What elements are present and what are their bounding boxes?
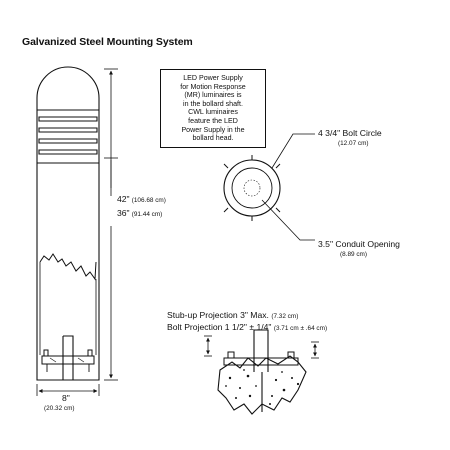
bollard-dome bbox=[36, 66, 100, 110]
note-line: in the bollard shaft. bbox=[183, 99, 243, 108]
width-dimension bbox=[36, 384, 100, 396]
stub-up-label: Stub-up Projection 3" Max. (7.32 cm) bbox=[167, 310, 299, 320]
note-line: for Motion Response bbox=[180, 82, 246, 91]
note-line: (MR) luminaires is bbox=[184, 91, 242, 100]
height-42-label: 42" (106.68 cm) bbox=[117, 194, 166, 204]
conduit-metric: (8.89 cm) bbox=[340, 251, 367, 258]
height-36-label: 36" (91.44 cm) bbox=[117, 208, 163, 218]
conduit-stub bbox=[62, 335, 74, 380]
note-line: LED Power Supply bbox=[183, 74, 243, 82]
concrete-speckle bbox=[225, 369, 300, 405]
bolt-circle-label: 4 3/4" Bolt Circle bbox=[318, 128, 382, 138]
bolt-circle-metric: (12.07 cm) bbox=[338, 140, 369, 147]
page-title: Galvanized Steel Mounting System bbox=[22, 36, 193, 48]
ground-section bbox=[204, 329, 319, 415]
conduit-label: 3.5" Conduit Opening bbox=[318, 239, 400, 249]
bollard bbox=[36, 66, 100, 381]
bolt-tab bbox=[223, 155, 281, 221]
louver-ring bbox=[38, 116, 98, 155]
note-line: Power Supply in the bbox=[181, 125, 245, 134]
width-imperial-label: 8" bbox=[62, 393, 70, 403]
power-supply-note: LED Power Supply for Motion Response (MR… bbox=[160, 69, 266, 148]
conduit-stub bbox=[253, 329, 269, 372]
bollard-shaft bbox=[36, 163, 100, 381]
anchor-plate bbox=[41, 355, 95, 365]
bolt-projection-label: Bolt Projection 1 1/2" ± 1/4" (3.71 cm ±… bbox=[167, 322, 328, 332]
height-dimension bbox=[104, 68, 118, 381]
note-line: CWL luminaires bbox=[188, 108, 238, 117]
note-line: feature the LED bbox=[188, 116, 238, 125]
note-line: bollard head. bbox=[192, 134, 234, 143]
cutaway-edge bbox=[39, 253, 97, 281]
concrete-footing bbox=[217, 355, 307, 415]
width-metric-label: (20.32 cm) bbox=[44, 405, 75, 412]
flange-top-view bbox=[223, 133, 315, 241]
